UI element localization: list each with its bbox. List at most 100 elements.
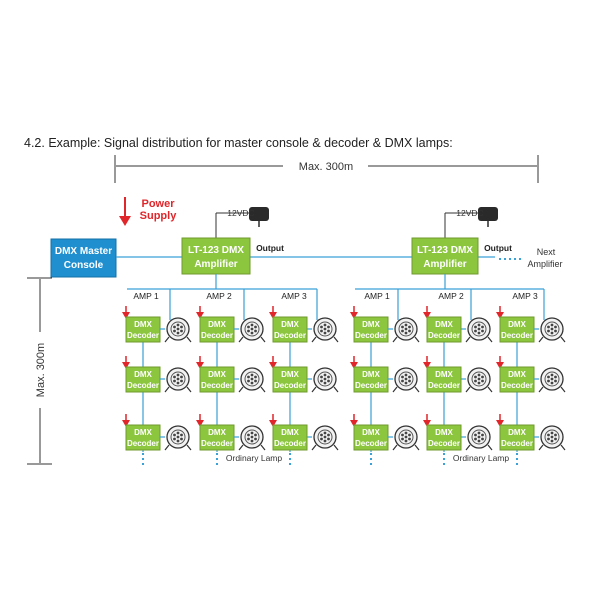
amplifier-label-1: LT-123 DMX [188,245,244,256]
decoder-box [125,424,161,451]
decoder-unit: DMX Decoder [423,306,493,343]
ordinary-lamp-label-right: Ordinary Lamp [453,453,509,463]
decoder-label-2: Decoder [355,439,387,448]
lamp-icon [538,367,566,393]
lamp-icon [465,367,493,393]
ordinary-lamp-label-left: Ordinary Lamp [226,453,282,463]
decoder-label-1: DMX [281,428,299,437]
decoder-box [199,424,235,451]
decoder-label-1: DMX [435,428,453,437]
amp-channel-label: AMP 2 [438,291,464,301]
decoder-label-1: DMX [435,370,453,379]
power-arrow-icon [269,420,277,427]
decoder-label-1: DMX [508,428,526,437]
decoder-label-1: DMX [134,370,152,379]
lamp-icon [538,317,566,343]
power-arrow-icon [119,216,131,226]
decoder-label-1: DMX [134,320,152,329]
power-arrow-icon [350,362,358,369]
lamp-icon [392,425,420,451]
horizontal-dimension: Max. 300m [114,155,539,183]
power-arrow-icon [496,362,504,369]
power-arrow-icon [196,312,204,319]
decoder-label-1: DMX [362,370,380,379]
decoder-label-1: DMX [281,370,299,379]
next-amplifier: Next Amplifier [527,247,562,269]
psu-voltage-label: 12VDC [227,208,254,218]
decoder-label-2: Decoder [274,331,306,340]
decoder-label-2: Decoder [201,381,233,390]
amp-channel-label: AMP 1 [364,291,390,301]
decoder-label-1: DMX [362,320,380,329]
decoder-label-1: DMX [362,428,380,437]
lamp-icon [164,425,192,451]
decoder-label-1: DMX [435,320,453,329]
lamp-icon [238,367,266,393]
console-label-1: DMX Master [55,246,112,257]
decoder-label-1: DMX [208,370,226,379]
power-arrow-icon [496,312,504,319]
lamp-icon [238,425,266,451]
decoder-label-2: Decoder [274,381,306,390]
decoder-box [353,316,389,343]
amp-channel-label: AMP 1 [133,291,159,301]
decoder-box [499,424,535,451]
decoder-box [499,316,535,343]
decoder-label-2: Decoder [127,381,159,390]
decoder-label-2: Decoder [127,331,159,340]
amp-channel-label: AMP 2 [206,291,232,301]
lamp-icon [238,317,266,343]
decoder-label-1: DMX [208,428,226,437]
vertical-dimension: Max. 300m [27,277,52,465]
decoder-box [426,424,462,451]
decoder-box [199,316,235,343]
decoder-label-2: Decoder [201,439,233,448]
lamp-icon [465,425,493,451]
decoder-label-2: Decoder [428,381,460,390]
decoder-unit: DMX Decoder [196,414,266,451]
power-arrow-icon [423,362,431,369]
decoder-box [353,366,389,393]
decoder-box [353,424,389,451]
console-label-2: Console [64,260,104,271]
decoder-label-2: Decoder [274,439,306,448]
decoder-label-2: Decoder [428,331,460,340]
next-amplifier-label-2: Amplifier [527,259,562,269]
decoder-label-1: DMX [508,320,526,329]
decoder-box [426,366,462,393]
dimension-vertical-label: Max. 300m [35,343,47,397]
lamp-icon [538,425,566,451]
power-arrow-icon [196,420,204,427]
power-supply-label-2: Supply [140,210,178,222]
power-supply-label-1: Power [141,198,175,210]
amplifier-label-2: Amplifier [194,259,237,270]
decoder-unit: DMX Decoder [269,414,339,451]
power-arrow-icon [350,420,358,427]
power-supply: Power Supply [119,197,177,226]
page-heading: 4.2. Example: Signal distribution for ma… [24,136,453,150]
lamp-icon [311,367,339,393]
power-arrow-icon [122,362,130,369]
decoder-label-2: Decoder [355,381,387,390]
power-adapter-icon [249,207,269,221]
lamp-icon [311,425,339,451]
decoder-unit: DMX Decoder [350,356,420,393]
power-arrow-icon [122,420,130,427]
power-arrow-icon [269,362,277,369]
dmx-master-console: DMX Master Console [50,238,117,278]
decoder-box [499,366,535,393]
amp-channel-label: AMP 3 [281,291,307,301]
